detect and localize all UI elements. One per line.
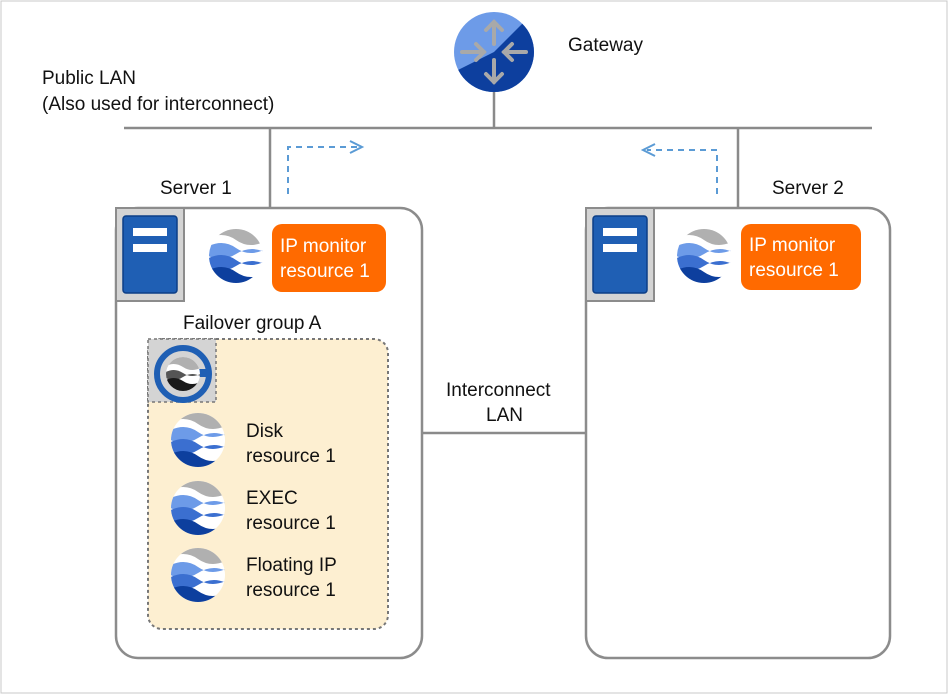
server2-ip-monitor[interactable]: IP monitor resource 1 — [741, 224, 861, 290]
floating-ip-resource-line1: Floating IP — [246, 555, 337, 576]
public-lan-sublabel: (Also used for interconnect) — [42, 94, 274, 115]
exec-resource-line2: resource 1 — [246, 513, 336, 534]
gateway-label: Gateway — [568, 35, 643, 56]
server1-label: Server 1 — [160, 178, 232, 199]
server2-monitor-arrow — [640, 143, 718, 194]
resource-wave-icon — [171, 413, 225, 467]
server2-label: Server 2 — [772, 178, 844, 199]
server-icon — [115, 207, 185, 302]
failover-group-label: Failover group A — [183, 313, 322, 334]
exec-resource-line1: EXEC — [246, 488, 298, 509]
public-lan-label: Public LAN — [42, 68, 136, 89]
server-icon — [585, 207, 655, 302]
disk-resource-line2: resource 1 — [246, 446, 336, 467]
floating-ip-resource[interactable]: Floating IP resource 1 — [246, 555, 337, 601]
server2-monitor-line2: resource 1 — [749, 260, 839, 281]
server1-ip-monitor[interactable]: IP monitor resource 1 — [272, 224, 386, 292]
floating-ip-resource-line2: resource 1 — [246, 580, 336, 601]
resource-wave-icon — [171, 481, 225, 535]
interconnect-sublabel: LAN — [486, 405, 523, 426]
disk-resource-line1: Disk — [246, 421, 283, 442]
interconnect-label: Interconnect — [446, 380, 551, 401]
router-icon — [454, 12, 534, 92]
server1-monitor-line2: resource 1 — [280, 261, 370, 282]
server2-monitor-line1: IP monitor — [749, 235, 836, 256]
disk-resource[interactable]: Disk resource 1 — [246, 421, 336, 467]
failover-group-icon — [147, 338, 217, 403]
server2-box[interactable] — [584, 206, 892, 660]
exec-resource[interactable]: EXEC resource 1 — [246, 488, 336, 534]
server1-monitor-line1: IP monitor — [280, 236, 367, 257]
resource-wave-icon — [209, 229, 263, 283]
server1-monitor-arrow — [287, 140, 365, 194]
